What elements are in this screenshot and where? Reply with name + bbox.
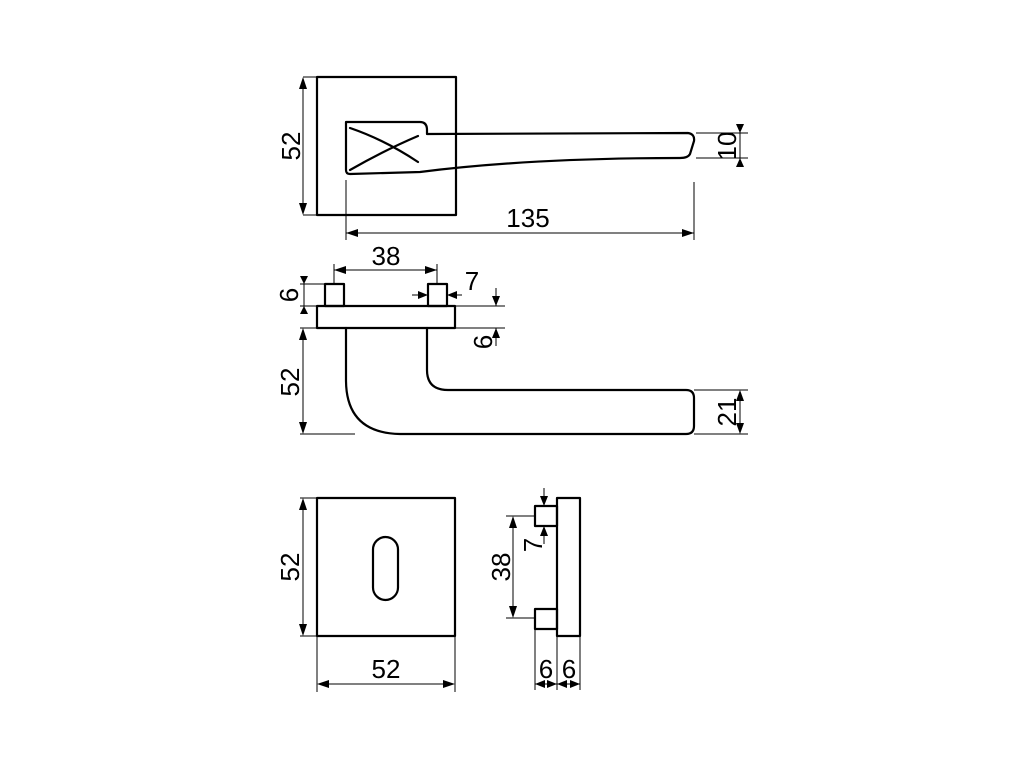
arrow-head (299, 422, 307, 434)
arrow-head (535, 680, 545, 688)
front-rose (315, 75, 458, 217)
keyhole-slot (371, 535, 400, 602)
arrow-head (492, 296, 500, 306)
side-view: 38 7 6 6 52 21 (274, 241, 748, 436)
dim-label-pin-height: 6 (274, 288, 304, 302)
dim-label-lever-length: 135 (506, 203, 549, 233)
dim-label-side-pin-width: 7 (518, 538, 548, 552)
arrow-head (509, 516, 517, 528)
escutcheon-side-plate (555, 496, 582, 638)
arrow-head (540, 496, 548, 506)
front-lever-inner (348, 126, 420, 164)
arrow-head (300, 276, 308, 284)
arrow-head (540, 526, 548, 536)
arrow-head (346, 229, 358, 237)
dim-label-spindle-spacing: 38 (372, 241, 401, 271)
arrow-head (299, 328, 307, 340)
dim-label-escutcheon-width: 52 (372, 654, 401, 684)
dim-label-lever-thickness: 10 (712, 132, 742, 161)
arrow-head (509, 606, 517, 618)
arrow-head (418, 291, 428, 299)
dim-label-escutcheon-height: 52 (275, 553, 305, 582)
arrow-head (443, 680, 455, 688)
arrow-head (736, 124, 744, 133)
dim-label-pin-width: 7 (465, 266, 479, 296)
front-lever-outline (344, 120, 696, 176)
arrow-head (570, 680, 580, 688)
dim-label-rose-thickness: 6 (468, 335, 498, 349)
dim-label-side-lever-height: 52 (275, 368, 305, 397)
arrow-head (300, 306, 308, 314)
arrow-head (317, 680, 329, 688)
arrow-head (492, 328, 500, 338)
arrow-head (334, 266, 346, 274)
arrow-head (299, 498, 307, 510)
arrow-head (425, 266, 437, 274)
arrow-head (682, 229, 694, 237)
front-view: 52 10 135 (276, 75, 748, 240)
side-pin-left (323, 282, 346, 308)
escutcheon-side-pin-bottom (533, 607, 559, 631)
escutcheon-side-view: 38 7 6 6 (486, 488, 582, 690)
arrow-head (299, 77, 307, 89)
front-lever-inner-2 (348, 134, 420, 172)
arrow-head (299, 624, 307, 636)
escutcheon-view: 52 52 (275, 496, 457, 692)
escutcheon-plate (315, 496, 457, 638)
arrow-head (447, 291, 457, 299)
dim-label-side-plate-depth: 6 (562, 654, 576, 684)
side-rose-plate (315, 304, 457, 330)
dim-label-top-rose-height: 52 (276, 132, 306, 161)
side-lever-outline (344, 326, 696, 436)
arrow-head (736, 158, 744, 167)
arrow-head (547, 680, 557, 688)
side-pin-right (426, 282, 449, 308)
arrow-head (736, 390, 744, 401)
dim-label-lever-tip-height: 21 (712, 398, 742, 427)
dim-label-side-pin-depth: 6 (539, 654, 553, 684)
arrow-head (299, 203, 307, 215)
arrow-head (736, 423, 744, 434)
dim-label-side-spacing: 38 (486, 553, 516, 582)
escutcheon-side-pin-top (533, 504, 559, 528)
arrow-head (557, 680, 567, 688)
